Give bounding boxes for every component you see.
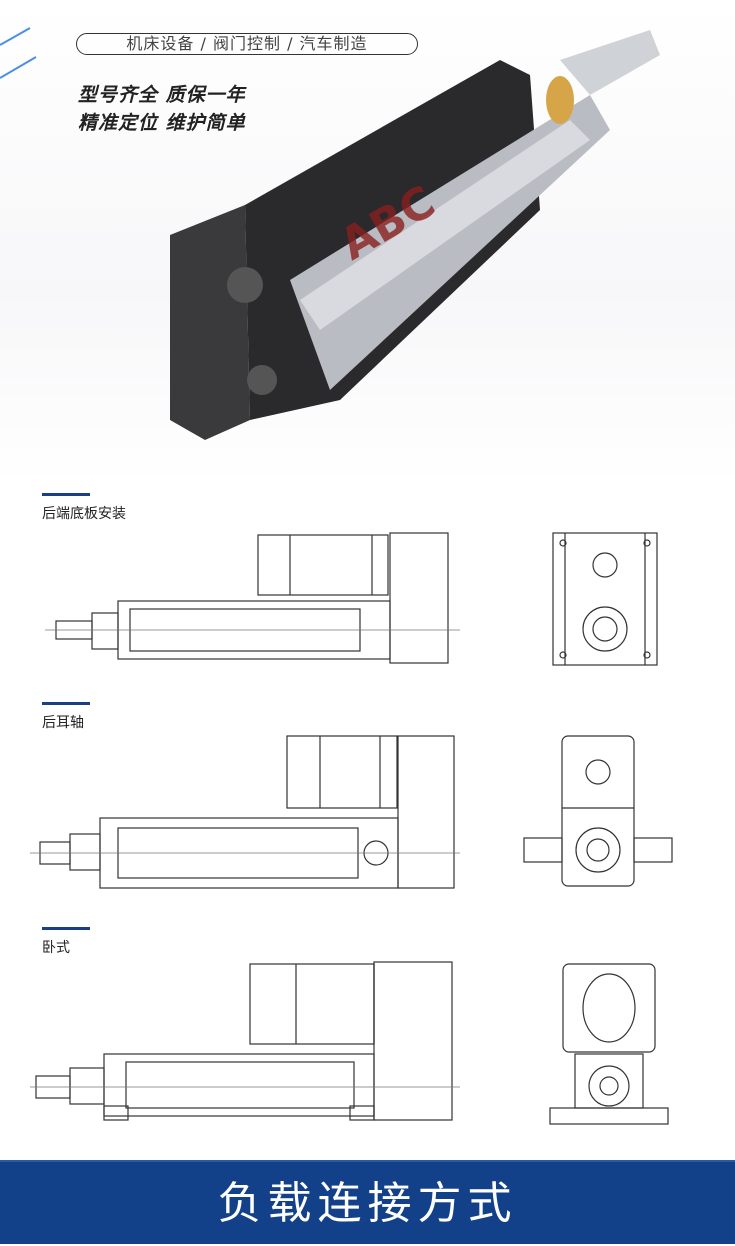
section-banner-load-connection: 负载连接方式 (0, 1160, 735, 1244)
section-label-rear-trunnion: 后耳轴 (42, 715, 84, 731)
section-label-rear-plate: 后端底板安装 (42, 506, 126, 522)
product-hero: ABC 机床设备 / 阀门控制 / 汽车制造 型号齐全 质保一年 精准定位 维护… (0, 0, 735, 485)
slogan-line-2: 精准定位 维护简单 (78, 112, 246, 134)
section-marker (42, 702, 90, 705)
slogan-line-1: 型号齐全 质保一年 (78, 84, 246, 106)
rear-plate-mount-drawing (45, 532, 658, 666)
horizontal-mount-drawing (30, 961, 669, 1125)
rear-trunnion-drawing (30, 735, 673, 889)
section-marker (42, 927, 90, 930)
section-label-horizontal: 卧式 (42, 940, 70, 956)
application-tagline: 机床设备 / 阀门控制 / 汽车制造 (76, 33, 418, 55)
actuator-product-image: ABC (0, 27, 660, 440)
section-marker (42, 493, 90, 496)
